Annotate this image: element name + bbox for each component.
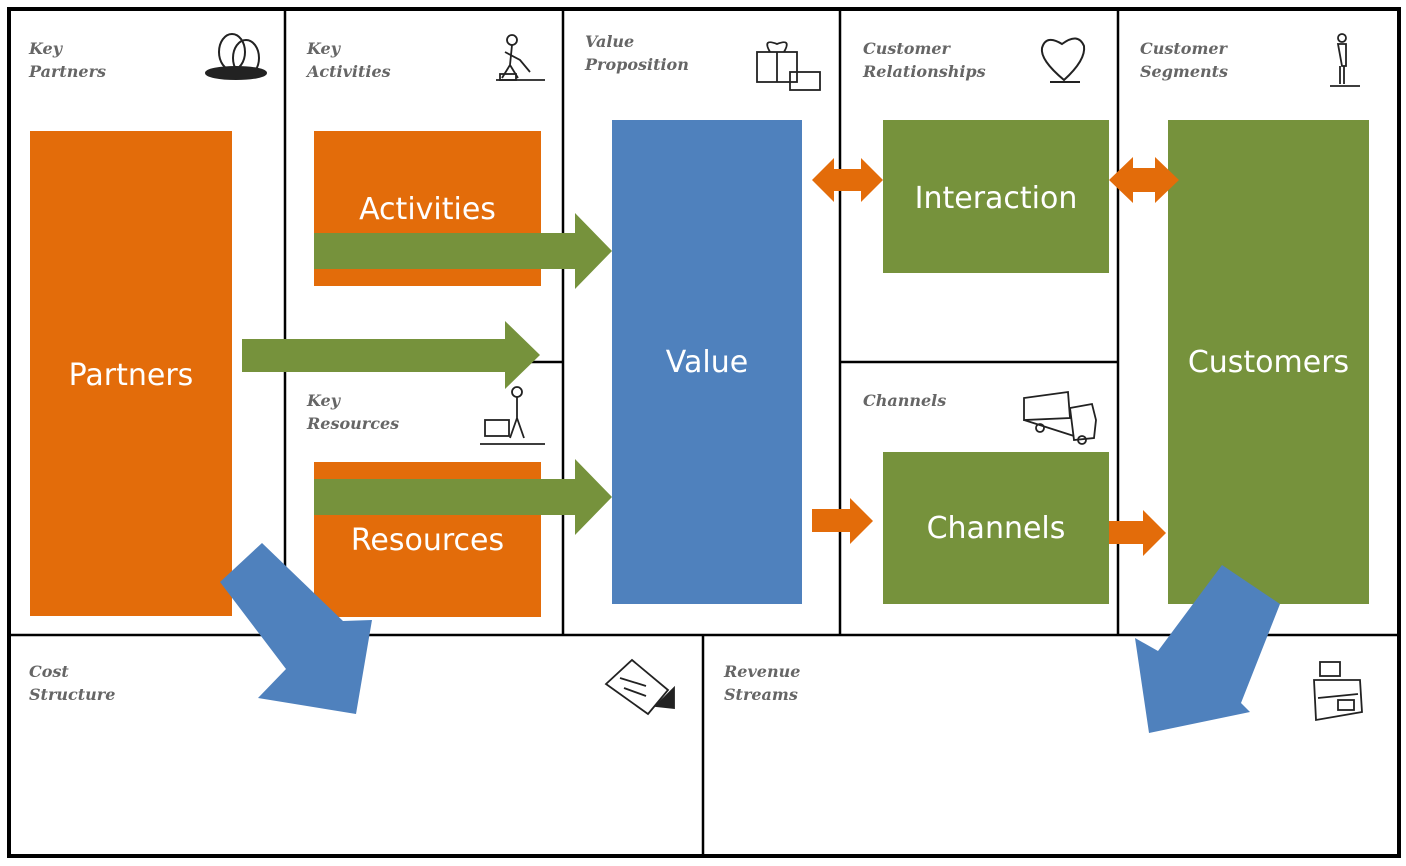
key-resources-header-line2: Resources (307, 414, 400, 433)
key-resources-header-line1: Key (307, 391, 341, 410)
key-activities-header-line1: Key (307, 39, 341, 58)
cost-structure-header: Cost Structure (29, 660, 115, 706)
partners-to-cost-arrow (220, 543, 372, 714)
heart-icon (1040, 37, 1086, 83)
rings-icon (205, 33, 267, 80)
key-resources-header: Key Resources (307, 389, 399, 435)
partners-block (30, 131, 232, 616)
forklift-worker-icon (480, 386, 545, 445)
value-label: Value (665, 344, 749, 380)
customer-relationships-header-line2: Relationships (863, 62, 986, 81)
interaction-customers-double-arrow (1109, 157, 1179, 203)
channels-block (883, 452, 1109, 604)
interaction-block (883, 120, 1109, 273)
channels-label: Channels (926, 510, 1066, 546)
channels-header-line1: Channels (863, 391, 947, 410)
value-proposition-header-line2: Proposition (585, 55, 689, 74)
customer-segments-header-line1: Customer (1140, 39, 1227, 58)
cost-structure-header-line1: Cost (29, 662, 69, 681)
interaction-label: Interaction (914, 180, 1078, 216)
activities-to-value-arrow (314, 213, 612, 289)
value-proposition-header-line1: Value (585, 32, 635, 51)
revenue-streams-header-line2: Streams (724, 685, 798, 704)
truck-icon (1023, 390, 1097, 445)
channels-to-customers-arrow (1109, 510, 1166, 556)
customers-to-revenue-arrow (1135, 565, 1280, 733)
partners-to-value-arrow (242, 321, 540, 389)
revenue-streams-header: Revenue Streams (724, 660, 800, 706)
customer-relationships-header: Customer Relationships (863, 37, 986, 83)
resources-to-value-arrow (314, 459, 612, 535)
key-partners-header-line1: Key (29, 39, 63, 58)
person-icon (1330, 33, 1360, 87)
customer-segments-header-line2: Segments (1140, 62, 1229, 81)
key-partners-header-line2: Partners (29, 62, 107, 81)
customers-block (1168, 120, 1369, 604)
cost-structure-header-line2: Structure (29, 685, 116, 704)
revenue-streams-header-line1: Revenue (724, 662, 801, 681)
key-activities-header: Key Activities (307, 37, 391, 83)
worker-icon (496, 34, 545, 81)
gift-icon (756, 41, 821, 91)
value-interaction-double-arrow (812, 158, 883, 202)
partners-label: Partners (68, 357, 194, 393)
key-activities-header-line2: Activities (307, 62, 391, 81)
customer-relationships-header-line1: Customer (863, 39, 950, 58)
activities-label: Activities (359, 191, 496, 227)
value-proposition-header: Value Proposition (585, 30, 689, 76)
resources-label: Resources (350, 522, 505, 558)
value-block (612, 120, 802, 604)
key-partners-header: Key Partners (29, 37, 106, 83)
channels-header: Channels (863, 389, 946, 412)
cash-register-icon (1313, 661, 1363, 722)
receipt-icon (604, 658, 675, 716)
customers-label: Customers (1187, 344, 1350, 380)
customer-segments-header: Customer Segments (1140, 37, 1228, 83)
value-to-channels-arrow (812, 498, 873, 544)
